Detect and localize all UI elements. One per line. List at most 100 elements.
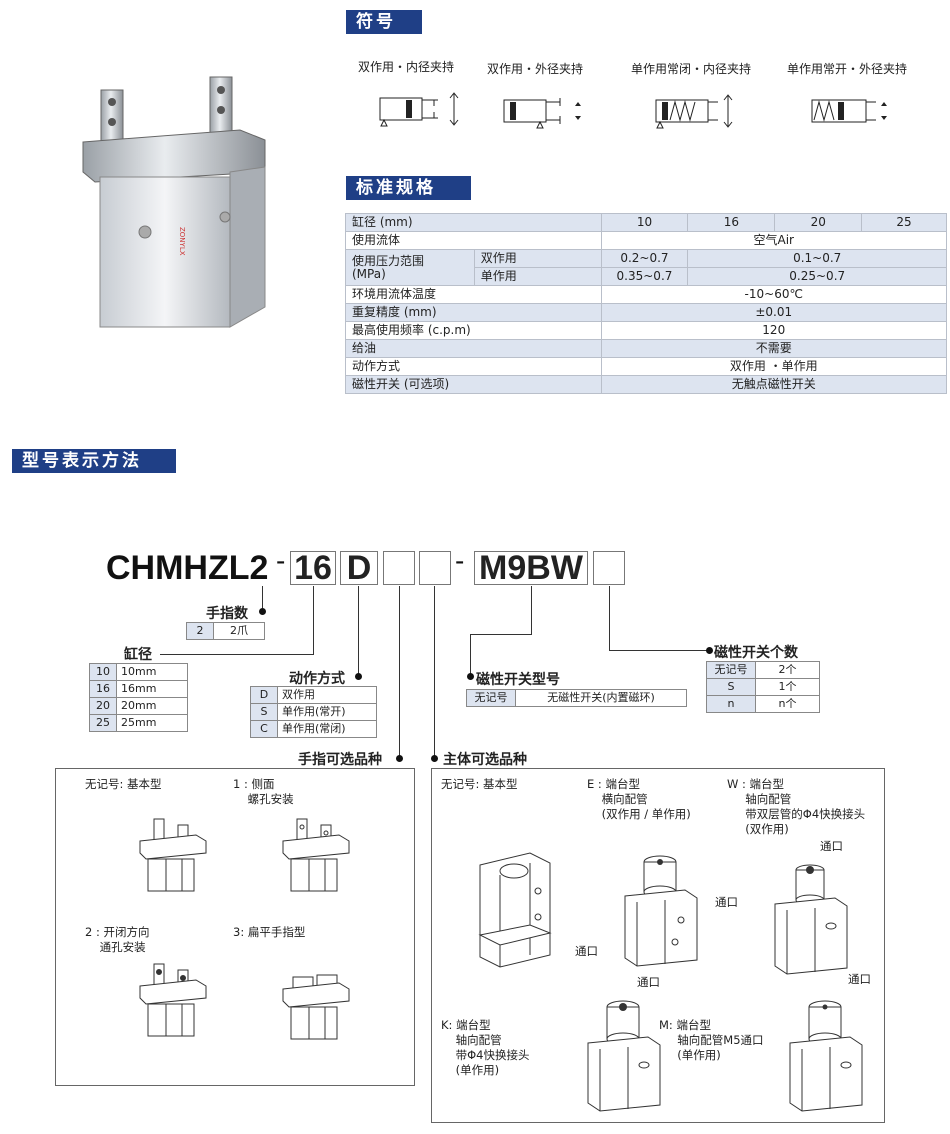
port-label-k: 通口 xyxy=(637,975,660,989)
finger-through-hole-drawing xyxy=(139,963,207,1037)
action-desc-d: 双作用 xyxy=(277,686,377,704)
connector-switch-h xyxy=(470,634,532,635)
spec-single-a: 0.35~0.7 xyxy=(600,267,689,286)
code-bore-box: 16 xyxy=(290,551,336,585)
dot-action xyxy=(355,673,362,680)
connector-bore-v xyxy=(313,586,314,654)
spec-bore-16: 16 xyxy=(687,213,776,232)
spec-lube-label: 给油 xyxy=(345,339,602,358)
dot-fingers xyxy=(259,608,266,615)
port-label-basic: 通口 xyxy=(575,944,598,958)
finger-flat-drawing xyxy=(282,974,350,1040)
spec-row-action: 动作方式 双作用 ・单作用 xyxy=(345,357,947,376)
switch-model-table: 无记号无磁性开关(内置磁环) xyxy=(466,689,687,707)
body-w-drawing xyxy=(774,864,848,975)
spec-fluid-label: 使用流体 xyxy=(345,231,602,250)
photo-brand-text: ZONYLX xyxy=(178,227,186,256)
symbol-label-3: 单作用常闭・内径夹持 xyxy=(631,62,752,76)
body-e-drawing xyxy=(624,855,698,967)
spec-table: 缸径 (mm) 10 16 20 25 使用流体 空气Air 使用压力范围 (M… xyxy=(345,213,947,394)
body-opt-basic: 无记号: 基本型 xyxy=(441,777,518,791)
finger-opt-basic: 无记号: 基本型 xyxy=(85,777,162,791)
body-k-drawing xyxy=(587,1000,661,1112)
switch-count-title: 磁性开关个数 xyxy=(714,645,798,661)
spec-double-a: 0.2~0.7 xyxy=(600,249,689,268)
bore-desc-16: 16mm xyxy=(116,680,188,698)
dot-switch-count xyxy=(706,647,713,654)
code-switch-count-box xyxy=(593,551,625,585)
switch-model-code: 无记号 xyxy=(466,689,516,707)
symbols-header: 符号 xyxy=(346,10,422,34)
finger-opt-2: 2 : 开闭方向 通孔安装 xyxy=(85,925,150,954)
body-options-panel xyxy=(431,768,885,1123)
body-opt-w: W : 端台型 轴向配管 带双层管的Φ4快换接头 (双作用) xyxy=(727,777,866,836)
bore-code-25: 25 xyxy=(89,714,117,732)
switch-count-desc-s: 1个 xyxy=(755,678,820,696)
code-dash-1: - xyxy=(276,545,286,576)
action-code-d: D xyxy=(250,686,278,704)
switch-count-code-n: n xyxy=(706,695,756,713)
finger-basic-drawing xyxy=(139,818,207,892)
symbol-label-1: 双作用・内径夹持 xyxy=(358,60,455,74)
body-basic-drawing xyxy=(478,852,552,968)
spec-row-pressure-single: 单作用 0.35~0.7 0.25~0.7 xyxy=(346,267,947,286)
code-switch-box: M9BW xyxy=(474,551,588,585)
spec-switch-value: 无触点磁性开关 xyxy=(600,375,947,394)
spec-bore-10: 10 xyxy=(600,213,689,232)
action-desc-s: 单作用(常开) xyxy=(277,703,377,721)
spec-row-switch: 磁性开关 (可选项) 无触点磁性开关 xyxy=(345,375,947,394)
bore-code-10: 10 xyxy=(89,663,117,681)
spec-switch-label: 磁性开关 (可选项) xyxy=(345,375,602,394)
body-m-drawing xyxy=(789,1000,863,1112)
spec-double-label: 双作用 xyxy=(473,249,602,268)
code-action-box: D xyxy=(340,551,378,585)
bore-code-16: 16 xyxy=(89,680,117,698)
connector-bore-h xyxy=(160,654,314,655)
spec-row-fluid: 使用流体 空气Air xyxy=(345,231,947,250)
spec-freq-value: 120 xyxy=(600,321,947,340)
finger-opt-3: 3: 扁平手指型 xyxy=(233,925,306,939)
spec-repeat-label: 重复精度 (mm) xyxy=(345,303,602,322)
fingers-desc: 2爪 xyxy=(213,622,265,640)
spec-fluid-value: 空气Air xyxy=(600,231,947,250)
dot-body-opt xyxy=(431,755,438,762)
action-code-s: S xyxy=(250,703,278,721)
spec-row-repeat: 重复精度 (mm) ±0.01 xyxy=(345,303,947,322)
code-body-option-box xyxy=(419,551,451,585)
spec-bore-25: 25 xyxy=(861,213,947,232)
symbol-label-4: 单作用常开・外径夹持 xyxy=(787,62,908,76)
double-acting-outer-grip-symbol-icon xyxy=(503,98,581,129)
spec-single-b: 0.25~0.7 xyxy=(687,267,947,286)
switch-count-desc-none: 2个 xyxy=(755,661,820,679)
bore-code-20: 20 xyxy=(89,697,117,715)
spec-row-freq: 最高使用频率 (c.p.m) 120 xyxy=(345,321,947,340)
body-options-title: 主体可选品种 xyxy=(443,752,527,768)
body-opt-e: E : 端台型 横向配管 (双作用 / 单作用) xyxy=(587,777,691,821)
body-opt-k: K: 端台型 轴向配管 带Φ4快换接头 (单作用) xyxy=(441,1018,530,1077)
switch-count-code-s: S xyxy=(706,678,756,696)
finger-opt-1: 1 : 侧面 螺孔安装 xyxy=(233,777,294,806)
switch-count-desc-n: n个 xyxy=(755,695,820,713)
spec-action-label: 动作方式 xyxy=(345,357,602,376)
fingers-title: 手指数 xyxy=(206,606,248,622)
port-label-w: 通口 xyxy=(820,839,843,853)
spec-double-b: 0.1~0.7 xyxy=(687,249,947,268)
spec-row-temp: 环境用流体温度 -10~60℃ xyxy=(345,285,947,304)
fingers-code: 2 xyxy=(186,622,214,640)
single-acting-nc-inner-grip-symbol-icon xyxy=(655,94,733,129)
single-acting-no-outer-grip-symbol-icon xyxy=(811,99,887,123)
connector-action xyxy=(358,586,359,676)
connector-count-v xyxy=(609,586,610,650)
spec-header: 标准规格 xyxy=(346,176,471,200)
spec-row-bore: 缸径 (mm) 10 16 20 25 xyxy=(345,213,947,232)
spec-bore-label: 缸径 (mm) xyxy=(345,213,602,232)
connector-fingers xyxy=(262,586,263,608)
double-acting-inner-grip-symbol-icon xyxy=(379,92,459,127)
bore-title: 缸径 xyxy=(124,647,152,663)
symbol-label-2: 双作用・外径夹持 xyxy=(487,62,584,76)
action-desc-c: 单作用(常闭) xyxy=(277,720,377,738)
code-finger-option-box xyxy=(383,551,415,585)
